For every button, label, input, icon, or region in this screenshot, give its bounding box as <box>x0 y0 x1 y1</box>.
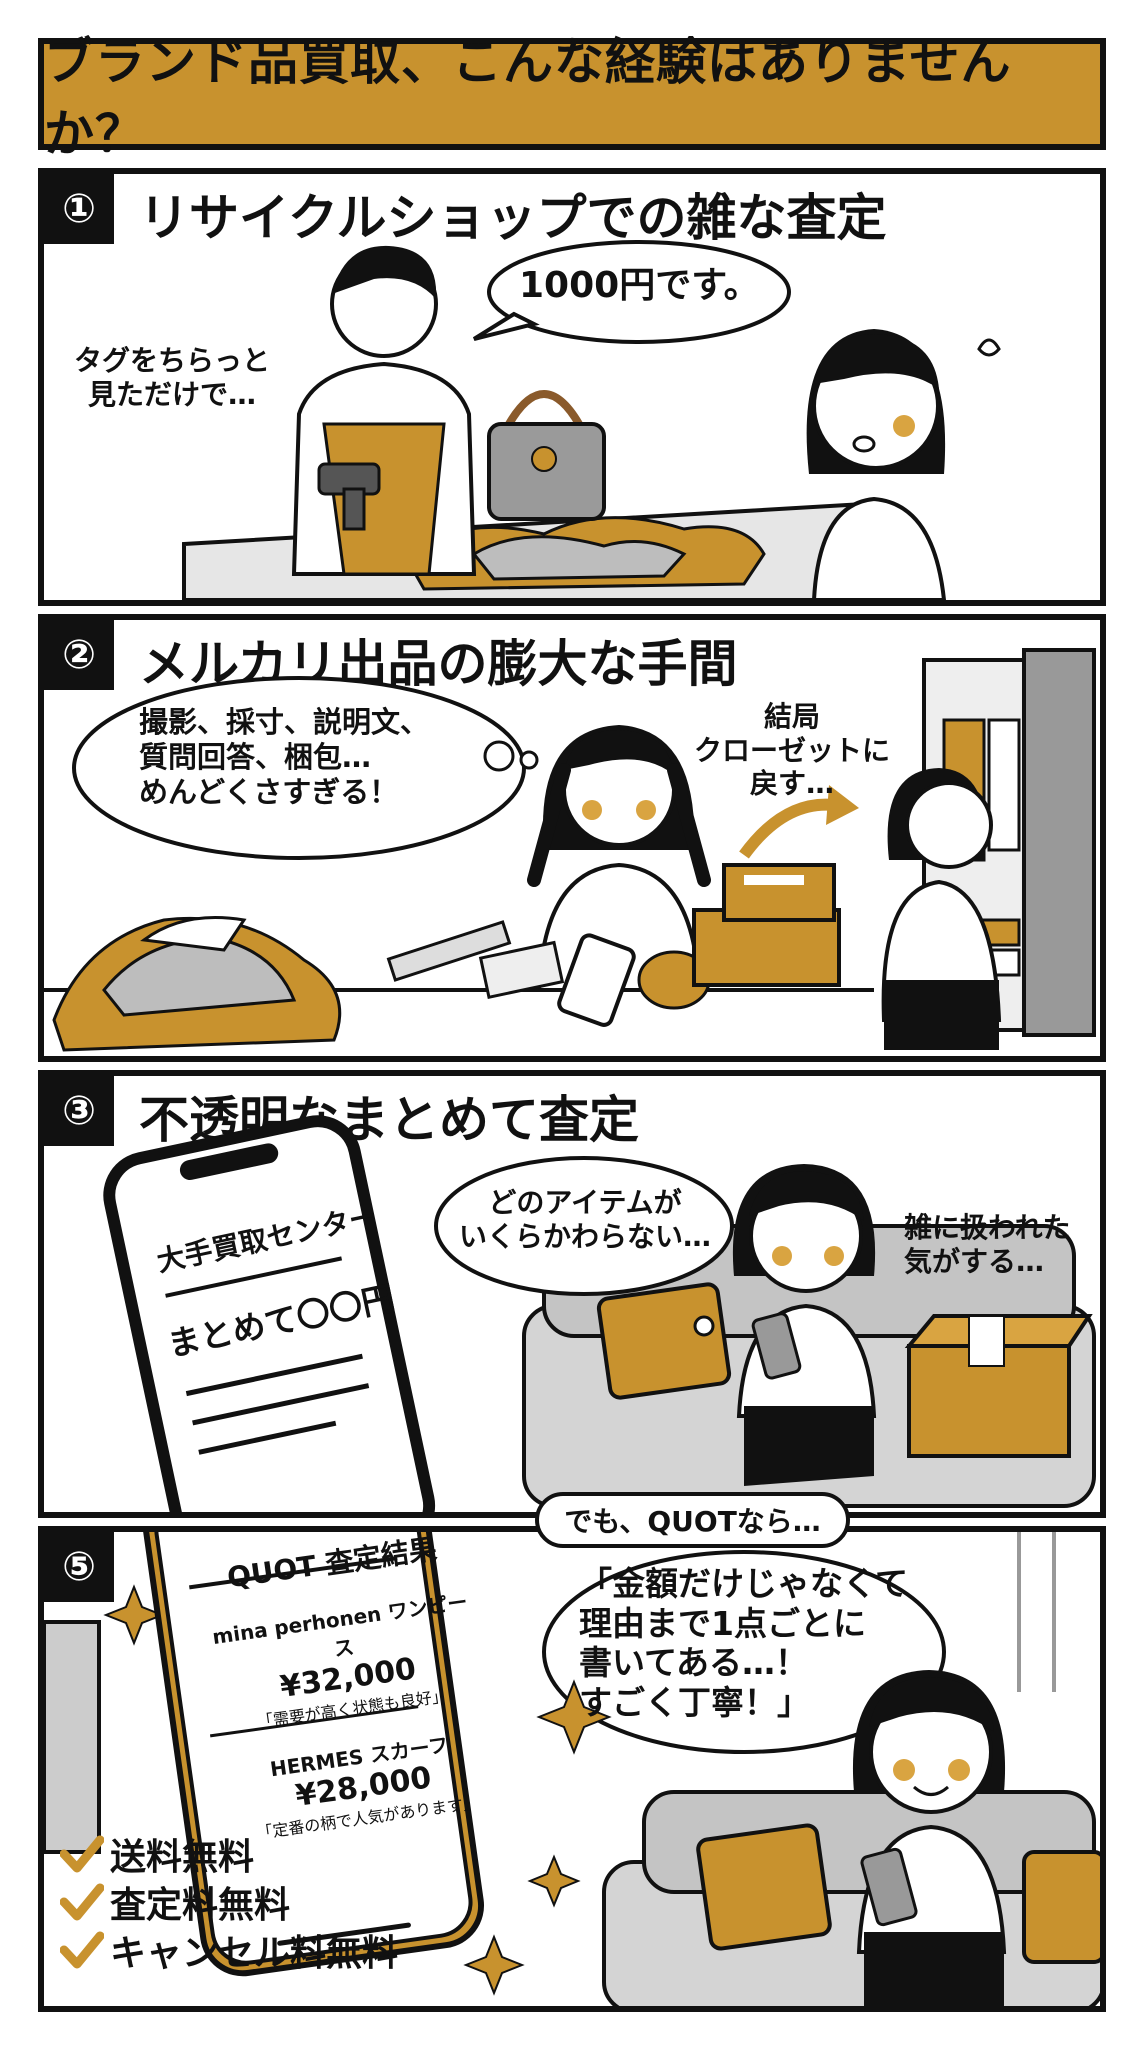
panel-2-thought: 撮影、採寸、説明文、 質問回答、梱包… めんどくさすぎる！ <box>139 705 430 809</box>
quot-phone-screen: QUOT 査定結果 mina perhonen ワンピース ¥32,000 「需… <box>195 1532 503 1847</box>
page-title: ブランド品買取、こんな経験はありませんか？ <box>44 33 1012 163</box>
panel-5: ⑤ <box>38 1526 1106 2012</box>
panel-3-badge: ③ <box>44 1076 114 1146</box>
panel-2-badge: ② <box>44 620 114 690</box>
check-item: キャンセル料無料 <box>60 1926 398 1974</box>
panel-1: ① リサイクルショップでの雑な査定 1000円です。 タグをちらっと 見ただけで… <box>38 168 1106 606</box>
check-item: 査定料無料 <box>60 1878 398 1926</box>
check-label: 査定料無料 <box>110 1885 291 1926</box>
panel-1-badge: ① <box>44 174 114 244</box>
panel-2: ② メルカリ出品の膨大な手間 <box>38 614 1106 1062</box>
panel-1-title: リサイクルショップでの雑な査定 <box>139 189 887 247</box>
panel-1-narration: タグをちらっと 見ただけで… <box>74 344 271 411</box>
panel-3-narration: 雑に扱われた 気がする… <box>904 1211 1071 1278</box>
panel-5-speech: 「金額だけじゃなくて 理由まで1点ごとに 書いてある…！ すごく丁寧！」 <box>579 1564 909 1722</box>
quot-caption-bubble: でも、QUOTなら… <box>535 1492 850 1548</box>
benefits-checklist: 送料無料 査定料無料 キャンセル料無料 <box>60 1830 398 1974</box>
panel-1-speech: 1000円です。 <box>519 265 760 306</box>
quot-caption: でも、QUOTなら… <box>564 1505 821 1538</box>
panel-5-badge: ⑤ <box>44 1532 114 1602</box>
panel-3: ③ 不透明なまとめて査定 大手買取センター まとめて〇〇円 どのアイ <box>38 1070 1106 1518</box>
check-label: キャンセル料無料 <box>110 1933 399 1974</box>
panel-3-speech: どのアイテムが いくらかわらない… <box>459 1186 712 1253</box>
panel-3-illustration <box>103 1115 1096 1512</box>
check-icon <box>60 1883 104 1921</box>
check-icon <box>60 1931 104 1969</box>
check-icon <box>60 1835 104 1873</box>
panel-2-illustration <box>44 648 1096 1052</box>
check-label: 送料無料 <box>110 1837 255 1878</box>
page-title-bar: ブランド品買取、こんな経験はありませんか？ <box>38 33 1106 163</box>
check-item: 送料無料 <box>60 1830 398 1878</box>
panel-5-illustration <box>44 1532 1100 2006</box>
panel-2-narration: 結局 クローゼットに 戻す… <box>694 700 891 801</box>
panel-1-illustration <box>182 240 1001 600</box>
